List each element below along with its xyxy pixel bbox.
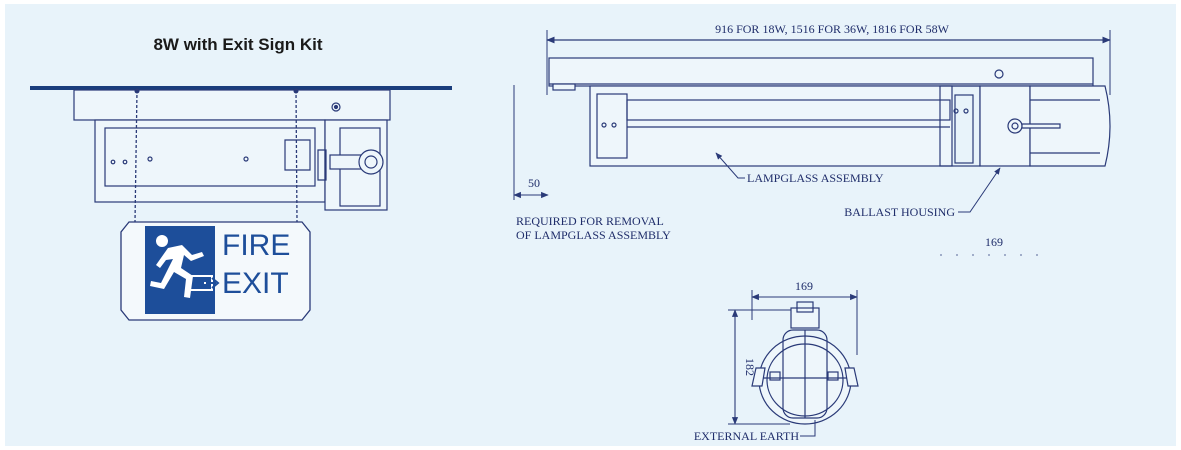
side-elevation-view: 916 FOR 18W, 1516 FOR 36W, 1816 FOR 58W [513,22,1111,256]
overall-length-label: 916 FOR 18W, 1516 FOR 36W, 1816 FOR 58W [715,22,949,36]
sign-text-exit: EXIT [222,267,289,300]
lampglass-label: LAMPGLASS ASSEMBLY [747,171,884,185]
clearance-note-line2: OF LAMPGLASS ASSEMBLY [516,228,671,242]
exit-sign-kit-view: 8W with Exit Sign Kit [30,35,452,321]
chain-left [134,89,138,223]
end-width-label: 169 [795,279,813,293]
ballast-label: BALLAST HOUSING [844,205,955,219]
exit-sign: FIRE EXIT [120,221,311,321]
clearance-note-line1: REQUIRED FOR REMOVAL [516,214,664,228]
side-body [548,57,1111,167]
chain-right [295,89,298,223]
sign-text-fire: FIRE [222,229,290,262]
stray-dimension-label: 169 [985,235,1003,249]
clearance-value: 50 [528,176,540,190]
view-title: 8W with Exit Sign Kit [153,35,322,54]
end-height-label: 182 [743,358,757,376]
fitting-body [73,89,391,211]
end-view: 169 182 EXTERNAL EARTH [694,279,859,443]
end-profile [751,301,859,425]
external-earth-label: EXTERNAL EARTH [694,429,799,443]
